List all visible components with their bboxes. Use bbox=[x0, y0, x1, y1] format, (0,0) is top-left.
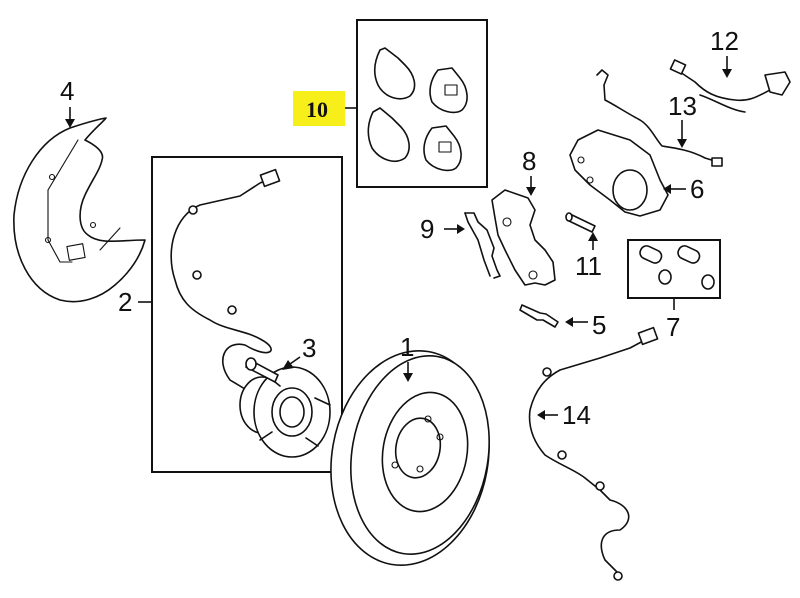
brake-pad-4[interactable] bbox=[423, 125, 462, 172]
callout-6-label[interactable]: 6 bbox=[690, 174, 704, 204]
caliper-bracket[interactable] bbox=[491, 189, 556, 286]
callout-9-label[interactable]: 9 bbox=[420, 214, 434, 244]
callout-1-arrowhead bbox=[403, 373, 413, 382]
brake-caliper[interactable] bbox=[569, 129, 669, 217]
anti-rattle-clip[interactable] bbox=[464, 212, 501, 279]
callout-13-arrowhead bbox=[677, 139, 687, 148]
callout-2-group-box bbox=[151, 156, 343, 473]
brake-pad-1[interactable] bbox=[373, 47, 416, 100]
callout-10-group-box bbox=[356, 19, 488, 188]
wheel-hub[interactable] bbox=[239, 366, 331, 458]
hub-abs-sensor-cable[interactable] bbox=[170, 168, 281, 396]
pad-wear-sensor[interactable] bbox=[596, 69, 723, 167]
wiring-harness[interactable] bbox=[669, 59, 791, 113]
callout-10-highlight bbox=[293, 91, 345, 126]
callout-11-arrowhead bbox=[588, 232, 598, 241]
guide-pin[interactable] bbox=[565, 212, 596, 233]
callout-13-label[interactable]: 13 bbox=[668, 91, 697, 121]
abs-wheel-speed-sensor[interactable] bbox=[528, 326, 659, 581]
callout-12-arrowhead bbox=[722, 69, 732, 78]
callout-4-label[interactable]: 4 bbox=[60, 76, 74, 106]
callout-8-label[interactable]: 8 bbox=[522, 146, 536, 176]
callout-7-label[interactable]: 7 bbox=[666, 312, 680, 342]
callout-12-label[interactable]: 12 bbox=[710, 26, 739, 56]
callout-3-arrowhead bbox=[282, 360, 294, 370]
callout-14-arrowhead bbox=[537, 410, 545, 420]
callout-3-label[interactable]: 3 bbox=[302, 333, 316, 363]
caliper-bolt[interactable] bbox=[519, 304, 559, 328]
callout-5-label[interactable]: 5 bbox=[592, 310, 606, 340]
brake-pad-2[interactable] bbox=[429, 67, 468, 114]
wheel-stud[interactable] bbox=[245, 357, 279, 383]
callout-8-arrowhead bbox=[526, 187, 536, 196]
callout-3-leader bbox=[289, 356, 301, 365]
callout-9-arrowhead bbox=[457, 224, 465, 234]
callout-5-arrowhead bbox=[565, 317, 573, 327]
guide-pin-boot-kit[interactable] bbox=[638, 244, 715, 290]
callout-2-label[interactable]: 2 bbox=[118, 287, 132, 317]
callout-4-arrowhead bbox=[65, 119, 75, 128]
callout-10-label[interactable]: 10 bbox=[306, 97, 328, 122]
callout-1-label[interactable]: 1 bbox=[400, 332, 414, 362]
callout-11-label[interactable]: 11 bbox=[575, 251, 602, 281]
splash-shield[interactable] bbox=[13, 117, 146, 303]
callout-14-label[interactable]: 14 bbox=[562, 400, 591, 430]
brake-pad-3[interactable] bbox=[367, 107, 410, 162]
callout-6-arrowhead bbox=[663, 184, 671, 194]
brake-rotor[interactable] bbox=[314, 338, 505, 578]
